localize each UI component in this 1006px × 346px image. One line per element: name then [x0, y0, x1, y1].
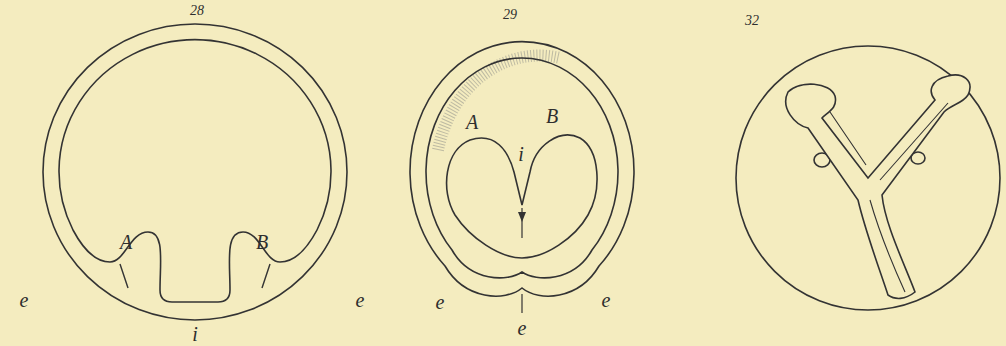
tube-inner-line — [830, 103, 948, 292]
layer-letter: e — [602, 290, 611, 310]
figure-28 — [43, 24, 347, 320]
layer-letter: e — [356, 290, 365, 310]
figure-29 — [410, 42, 634, 313]
leader-line — [521, 294, 522, 313]
part-letter: A — [120, 232, 132, 252]
figure-number: 29 — [503, 8, 517, 22]
layer-letter: i — [518, 144, 524, 164]
layer-letter: e — [436, 292, 445, 312]
part-letter: B — [256, 232, 268, 252]
figure-32 — [736, 46, 1000, 310]
layer-letter: i — [192, 324, 198, 344]
layer-letter: e — [20, 290, 29, 310]
inner-layer-with-folds — [59, 40, 331, 302]
part-letter: A — [466, 112, 478, 132]
inner-layer — [426, 58, 618, 278]
outline-circle — [736, 46, 1000, 310]
lobed-cavity — [447, 135, 597, 258]
fold-mark — [120, 264, 128, 288]
y-shaped-tube — [786, 75, 970, 298]
figure-number: 32 — [745, 14, 759, 28]
outer-layer — [43, 24, 347, 320]
axis-mark — [518, 212, 526, 222]
figure-number: 28 — [190, 4, 204, 18]
outer-layer — [410, 42, 634, 297]
stipple-shading — [438, 56, 560, 150]
layer-letter: e — [518, 318, 527, 338]
fold-mark — [262, 264, 270, 288]
part-letter: B — [546, 106, 558, 126]
